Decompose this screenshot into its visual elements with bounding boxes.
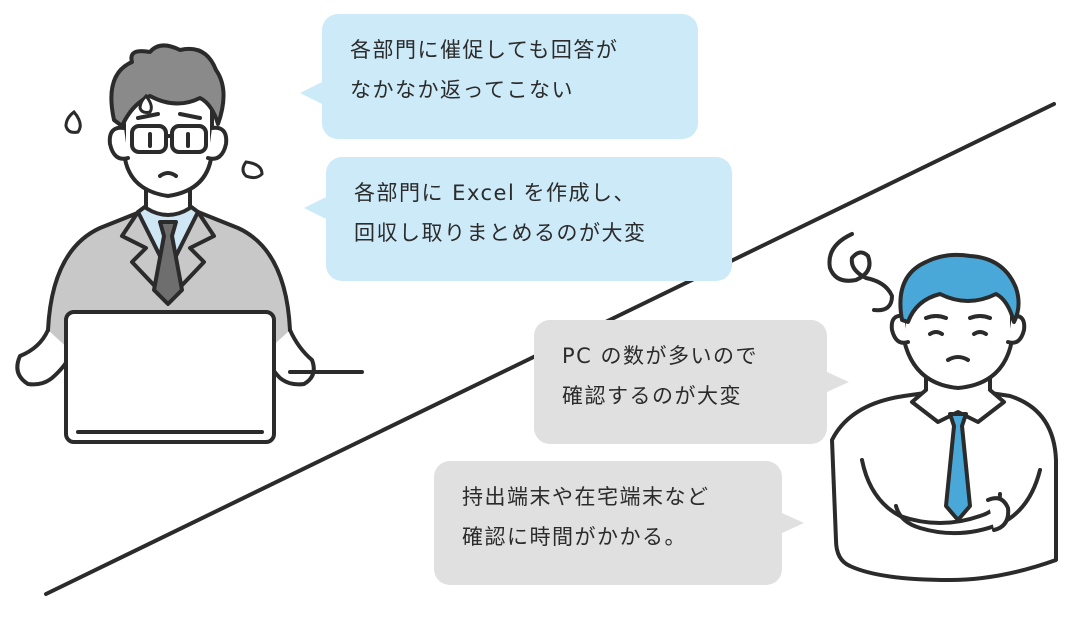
- speech-bubble-line: 確認するのが大変: [562, 384, 742, 408]
- confusion-swirl-icon: [827, 232, 894, 313]
- speech-bubble-remote-devices: 持出端末や在宅端末など 確認に時間がかかる。: [434, 461, 804, 585]
- speech-bubble-line: 回収し取りまとめるのが大変: [354, 221, 647, 245]
- sweat-drop-icon: [138, 93, 153, 114]
- speech-bubble-line: 確認に時間がかかる。: [462, 525, 687, 549]
- speech-bubble-line: なかなか返ってこない: [350, 78, 574, 102]
- speech-bubble-line: 各部門に催促しても回答が: [350, 38, 619, 62]
- sweat-drop-icon: [64, 109, 82, 134]
- speech-bubble-line: PC の数が多いので: [562, 344, 759, 368]
- worried-office-worker-with-laptop-icon: [15, 43, 364, 444]
- sweat-drop-icon: [241, 160, 264, 180]
- speech-bubble-reminder: 各部門に催促しても回答が なかなか返ってこない: [300, 14, 698, 139]
- speech-bubble-excel: 各部門に Excel を作成し、 回収し取りまとめるのが大変: [304, 157, 732, 281]
- speech-bubble-line: 持出端末や在宅端末など: [462, 485, 710, 509]
- troubled-man-arms-crossed-icon: [830, 252, 1058, 582]
- speech-bubble-pc-count: PC の数が多いので 確認するのが大変: [534, 320, 849, 444]
- speech-bubble-line: 各部門に Excel を作成し、: [354, 181, 636, 205]
